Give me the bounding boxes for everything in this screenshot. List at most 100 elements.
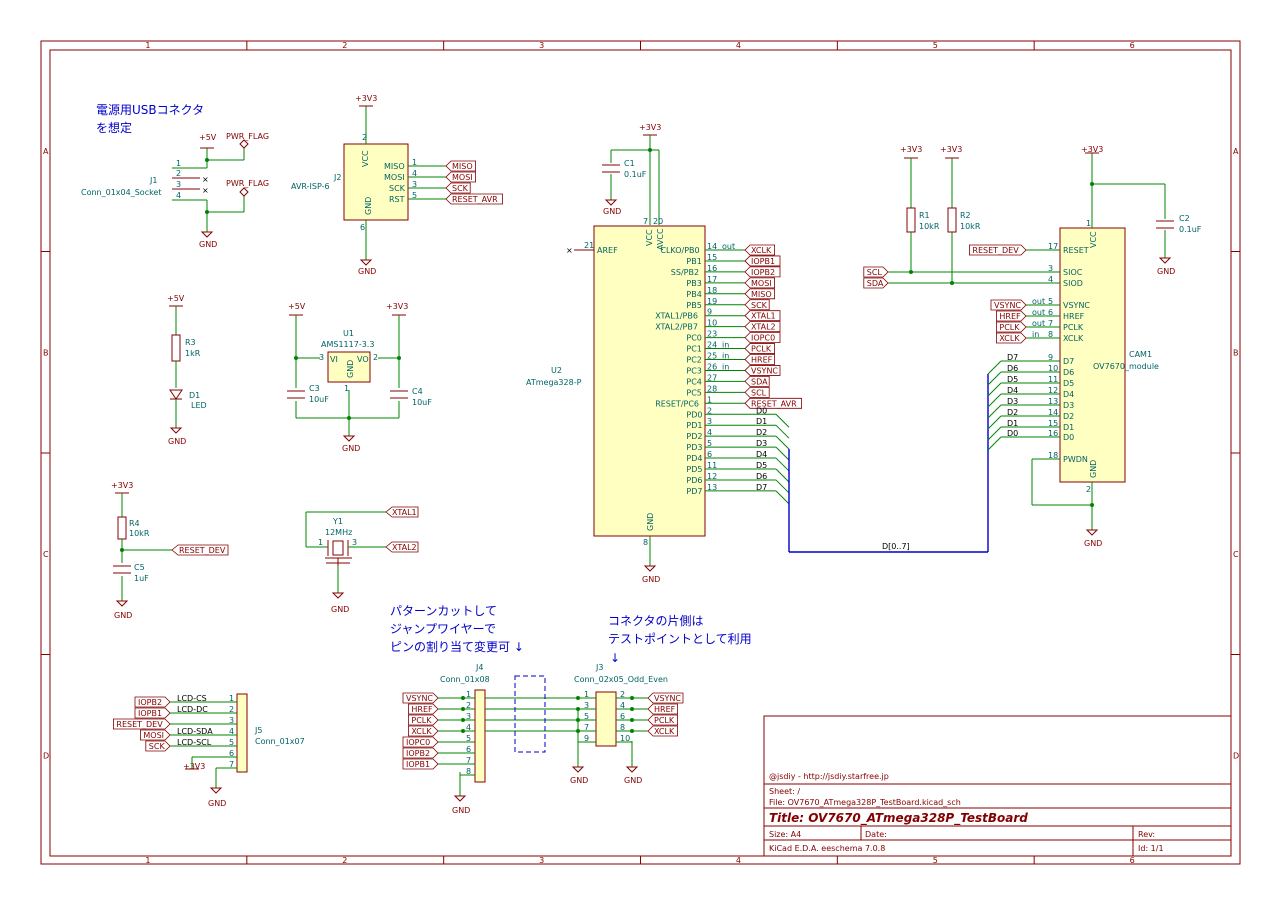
u2-bus-entry <box>775 435 790 450</box>
j5-net-reset_dev-shape <box>113 718 171 730</box>
frame-row-right-D: D <box>1233 751 1239 760</box>
cam1-pin-name-siod: SIOD <box>1063 279 1083 288</box>
u2-aref-name: AREF <box>597 246 618 255</box>
u2-pin-dir-24: in <box>722 341 729 350</box>
cam1-net-vsync: VSYNC <box>994 301 1021 310</box>
connector-j1: × × 1 2 3 4 J1 Conn_01x04_Socket +5V PWR… <box>81 132 269 249</box>
j4-net-iopb2-shape <box>402 747 439 759</box>
j5-net-reset_dev: RESET_DEV <box>116 720 163 729</box>
cam1-pin-vcc: 1 <box>1086 219 1091 228</box>
tb-title: Title: OV7670_ATmega328P_TestBoard <box>769 811 1028 826</box>
u2-pin-name-pc4: PC4 <box>686 377 702 386</box>
cam1-3v3-label: +3V3 <box>1081 145 1103 154</box>
bus-label: D[0..7] <box>882 542 910 551</box>
j3-right-pin-10: 10 <box>620 734 630 743</box>
j2-net-miso-shape <box>445 160 477 172</box>
tb-id: Id: 1/1 <box>1138 844 1164 853</box>
j1-gnd-label: GND <box>199 240 217 249</box>
j2-net-reset_avr-shape <box>445 193 504 205</box>
i2c-pullups: +3V3 +3V3 R1 10kR R2 10kR <box>900 145 981 285</box>
u2-pin-num-27: 27 <box>707 373 717 382</box>
j5-sig-lcd-scl: LCD-SCL <box>177 738 212 747</box>
cam1-value: OV7670_module <box>1093 362 1159 371</box>
frame-col-top-1: 1 <box>145 41 150 50</box>
j3-net-href-shape <box>647 703 678 715</box>
j4-net-iopc0-shape <box>402 736 439 748</box>
u2-pin-num-6: 6 <box>707 450 712 459</box>
u2-bus-entry <box>775 490 790 505</box>
cam1-pin-name-pclk: PCLK <box>1063 323 1084 332</box>
frame-col-bottom-4: 4 <box>736 856 741 865</box>
u2-net-iopb2-16: IOPB2 <box>751 268 775 277</box>
j5-net-sck-shape <box>145 740 171 752</box>
frame-col-top-5: 5 <box>933 41 938 50</box>
d1-ref: D1 <box>189 391 200 400</box>
svg-text:×: × <box>566 246 573 255</box>
j4-net-href-shape <box>407 703 439 715</box>
r3-value: 1kR <box>185 349 201 358</box>
cam1-pin-num-7: 7 <box>1048 319 1053 328</box>
j4-pin-num-8: 8 <box>466 767 471 776</box>
j4-junction <box>461 696 465 700</box>
u2-pin-name-pc3: PC3 <box>686 366 702 375</box>
y1-value: 12MHz <box>325 528 352 537</box>
cap-c1: +3V3 C1 0.1uF GND <box>602 123 661 225</box>
u2-pin-avcc: 20 <box>653 217 663 226</box>
cam1-pin-num-3: 3 <box>1048 264 1053 273</box>
u2-bus-d6: D6 <box>756 472 767 481</box>
y1-net2: XTAL2 <box>392 543 417 552</box>
cam1-net-scl-shape <box>863 266 889 278</box>
u2-net-pclk-24: PCLK <box>751 345 772 354</box>
u2-pin-num-19: 19 <box>707 297 717 306</box>
cam1-pin-name-xclk: XCLK <box>1063 334 1084 343</box>
u2-net-reset_avr-1: RESET_AVR <box>751 399 797 408</box>
u2-pin-aref: 21 <box>584 241 594 250</box>
cam1-net-href: HREF <box>999 312 1021 321</box>
u2-pin-name-pd5: PD5 <box>686 465 702 474</box>
j3-net-href: HREF <box>654 705 676 714</box>
u2-pin-num-16: 16 <box>707 264 717 273</box>
connector-note-line2: テストポイントとして利用 <box>608 632 752 646</box>
j2-net-mosi-shape <box>445 171 477 183</box>
u2-pin-name-pb3: PB3 <box>686 279 701 288</box>
cam1-pin-num-9: 9 <box>1048 353 1053 362</box>
u2-bus-entry <box>775 457 790 472</box>
u2-value: ATmega328-P <box>526 378 582 387</box>
u1-5v-label: +5V <box>288 302 306 311</box>
usb-note-line1: 電源用USBコネクタ <box>96 103 204 117</box>
u2-bus-d4: D4 <box>756 450 767 459</box>
j4-net-xclk-shape <box>407 725 439 737</box>
u2-pin-name-pd4: PD4 <box>686 454 702 463</box>
j2-pin-name-sck: SCK <box>389 184 406 193</box>
c3-value: 10uF <box>309 395 329 404</box>
cam1-pin-name-d4: D4 <box>1063 390 1074 399</box>
u2-pin-name-reset-pc6: RESET/PC6 <box>655 399 699 408</box>
j2-ref: J2 <box>333 173 341 182</box>
j4-net-iopb1-shape <box>402 758 439 770</box>
r4-3v3-label: +3V3 <box>111 481 133 490</box>
j4-net-vsync-shape <box>402 692 439 704</box>
u2-net-sck-19-shape <box>744 299 770 311</box>
cam1-net-reset_dev: RESET_DEV <box>972 246 1019 255</box>
j5-sig-lcd-cs: LCD-CS <box>177 694 207 703</box>
r1-value: 10kR <box>919 222 940 231</box>
c4-ref: C4 <box>412 387 423 396</box>
r3-ref: R3 <box>185 338 196 347</box>
svg-text:×: × <box>202 186 209 195</box>
u1-ref: U1 <box>343 329 354 338</box>
j3-left-pin-5: 5 <box>584 712 589 721</box>
j2-pin-name-miso: MISO <box>384 162 405 171</box>
j4-junction <box>461 729 465 733</box>
j2-pin-num-4: 4 <box>412 169 417 178</box>
c5-gnd-label: GND <box>114 611 132 620</box>
u1-3v3-label: +3V3 <box>386 302 408 311</box>
u2-pin-num-10: 10 <box>707 319 717 328</box>
j3-left-pin-7: 7 <box>584 723 589 732</box>
u2-pin-num-18: 18 <box>707 286 717 295</box>
reset-network: +3V3 R4 10kR RESET_DEV C5 1uF GND <box>111 481 229 620</box>
r3-5v-label: +5V <box>167 294 185 303</box>
j3-left-pin-3: 3 <box>584 701 589 710</box>
camera-cam1: +3V3 C2 0.1uF GND 1 VCC GND 2 GND CAM1 O… <box>863 145 1202 548</box>
